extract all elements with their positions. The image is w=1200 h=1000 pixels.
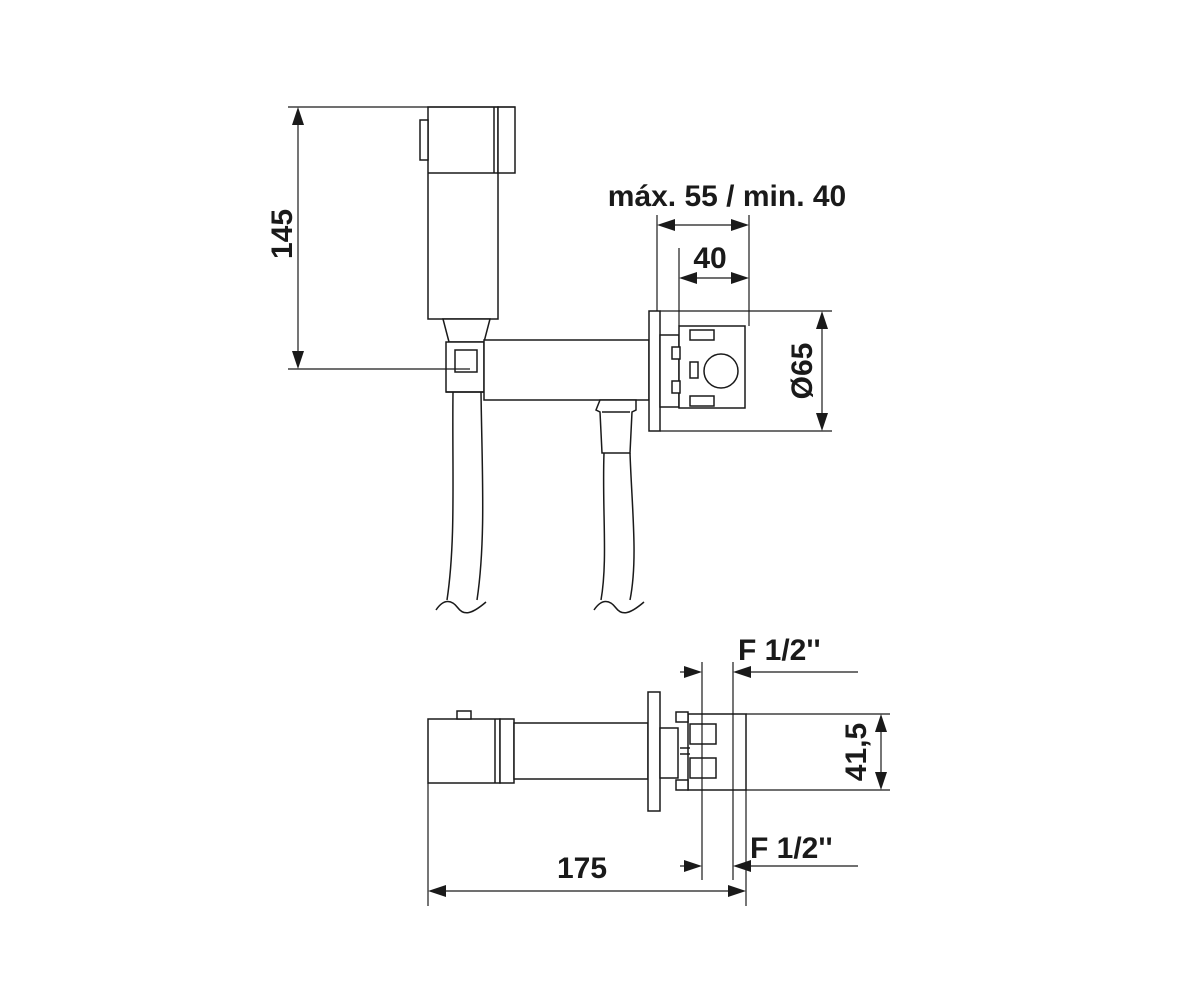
wall-arm <box>483 339 650 401</box>
hose-left <box>446 391 454 601</box>
hose-right <box>600 452 606 601</box>
valve-stem <box>703 353 739 389</box>
shower-head-button <box>419 119 429 161</box>
thread-top-label: F 1/2'' <box>738 634 821 667</box>
front-view: 145 máx. 55 / min. 40 40 Ø65 <box>266 106 846 614</box>
hose-connector <box>595 399 637 454</box>
dimension-145-label: 145 <box>266 209 299 259</box>
dimension-wall-range-label: máx. 55 / min. 40 <box>608 180 846 213</box>
dimension-40-label: 40 <box>693 242 726 275</box>
wall-plate-top <box>647 691 661 812</box>
shower-head-body <box>427 106 499 320</box>
dimension-41-5-label: 41,5 <box>840 723 873 781</box>
wall-arm-top <box>513 722 649 780</box>
top-view: F 1/2'' 41,5 F 1/2'' 175 <box>427 634 890 906</box>
thread-bottom-label: F 1/2'' <box>750 832 833 865</box>
shower-head-neck <box>442 318 491 343</box>
dimension-diameter-label: Ø65 <box>786 343 819 400</box>
shower-head-face <box>497 106 516 174</box>
shower-head-top <box>427 718 501 784</box>
dimension-175-label: 175 <box>557 852 607 885</box>
wall-plate <box>648 310 661 432</box>
